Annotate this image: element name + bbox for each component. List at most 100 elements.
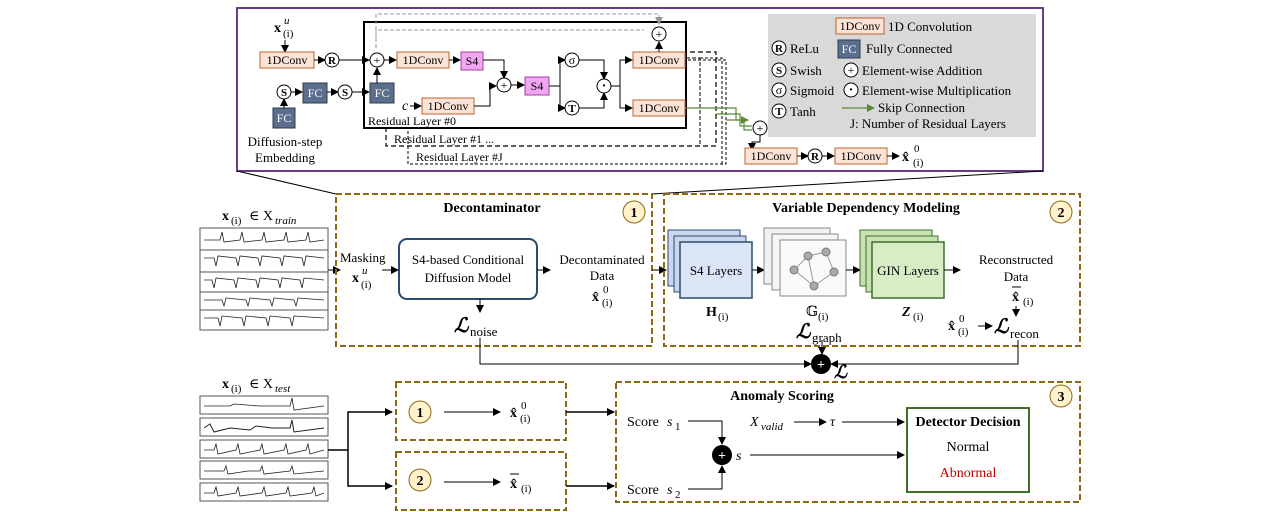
svg-text:H: H (706, 305, 717, 320)
res-out-conv-block: 1DConv (632, 51, 686, 69)
add-node-cond: + (496, 77, 512, 93)
svg-text:σ: σ (569, 53, 576, 67)
svg-text:noise: noise (470, 324, 498, 339)
score-1-label: Score s 1 (627, 415, 681, 433)
svg-text:S4-based Conditional: S4-based Conditional (412, 252, 525, 267)
svg-text:ℒ: ℒ (454, 315, 470, 337)
svg-text:x: x (222, 209, 229, 224)
svg-text:s: s (667, 483, 673, 498)
svg-text:(i): (i) (283, 28, 294, 40)
svg-text:FC: FC (277, 111, 292, 125)
decision-abnormal: Abnormal (940, 466, 997, 481)
svg-text:S: S (281, 87, 287, 99)
svg-text:(i): (i) (361, 279, 372, 291)
masked-input-label: x u (i) (352, 265, 372, 291)
s4-layers-stack: S4 Layers (667, 229, 753, 299)
svg-text:(i): (i) (958, 326, 969, 338)
residual-layer-0-label: Residual Layer #0 (368, 114, 456, 128)
decontaminated-symbol: x̂ 0 (i) (592, 284, 613, 309)
svg-text:2: 2 (1058, 206, 1065, 221)
svg-text:x̂: x̂ (592, 290, 599, 305)
legend-fc: FC Fully Connected (837, 39, 953, 59)
train-input-label: x (i) ∈ X train (222, 209, 297, 227)
svg-text:∈ X: ∈ X (249, 377, 273, 392)
decontaminator-title: Decontaminator (443, 201, 540, 216)
decision-normal: Normal (947, 440, 990, 455)
svg-text:1DConv: 1DConv (751, 149, 792, 163)
detail-input-label: x u (i) (274, 15, 294, 40)
legend-multiply: · Element-wise Multiplication (843, 82, 1012, 98)
legend-conv: 1DConv 1D Convolution (835, 17, 973, 35)
svg-text:T: T (568, 103, 576, 115)
svg-text:0: 0 (959, 313, 965, 325)
svg-text:(i): (i) (913, 311, 924, 323)
train-signal-panels (199, 227, 329, 331)
fc-block-2: FC (302, 82, 328, 104)
svg-text:S: S (342, 87, 348, 99)
svg-text:u: u (284, 15, 290, 27)
svg-text:ReLu: ReLu (790, 41, 819, 56)
graph-stack (763, 227, 847, 297)
svg-text:x: x (222, 377, 229, 392)
fc-block-3: FC (369, 82, 395, 104)
svg-text:Element-wise Addition: Element-wise Addition (862, 63, 983, 78)
res-conv-block: 1DConv (396, 51, 450, 69)
legend-add: + Element-wise Addition (843, 62, 983, 78)
svg-text:FC: FC (842, 42, 857, 56)
svg-text:(i): (i) (520, 413, 531, 425)
add-node-residual: + (651, 26, 667, 42)
swish-node-1: S (276, 84, 292, 100)
svg-text:T: T (775, 106, 783, 118)
svg-text:1: 1 (631, 206, 638, 221)
svg-text:S4 Layers: S4 Layers (690, 263, 742, 278)
score-sum-node: + (712, 445, 732, 465)
test-signal-panels (199, 395, 329, 502)
diffusion-embedding-label-1: Diffusion-step (248, 134, 323, 149)
svg-text:1DConv: 1DConv (639, 101, 680, 115)
svg-text:2: 2 (417, 474, 424, 489)
legend-skip: Skip Connection (842, 100, 966, 115)
svg-text:+: + (374, 53, 381, 67)
svg-text:ℒ: ℒ (994, 316, 1010, 338)
svg-text:0: 0 (521, 400, 527, 412)
svg-text:+: + (817, 358, 825, 373)
residual-layer-J-label: Residual Layer #J (416, 150, 503, 164)
svg-text:2: 2 (675, 489, 681, 501)
svg-text:+: + (656, 27, 663, 41)
total-loss: + ℒ (479, 338, 1019, 382)
svg-text:GIN Layers: GIN Layers (877, 263, 939, 278)
svg-text:3: 3 (1058, 390, 1065, 405)
z-symbol: Z (i) (901, 305, 924, 323)
svg-text:ℒ: ℒ (796, 321, 812, 343)
svg-text:1DConv: 1DConv (639, 53, 680, 67)
svg-text:x̂: x̂ (510, 406, 517, 421)
legend-panel (768, 14, 1036, 137)
svg-text:x̂: x̂ (948, 319, 955, 334)
svg-text:graph: graph (812, 330, 842, 345)
svg-text:train: train (275, 215, 297, 227)
svg-text:S4: S4 (531, 79, 544, 93)
cond-c-label: c (402, 99, 409, 114)
anomaly-number-badge: 3 (1049, 384, 1073, 408)
svg-text:Sigmoid: Sigmoid (790, 83, 835, 98)
diffusion-model-block: S4-based Conditional Diffusion Model (398, 238, 538, 300)
legend-j: J: Number of Residual Layers (850, 116, 1006, 131)
relu-node-2: R (807, 148, 823, 164)
svg-text:1DConv: 1DConv (840, 19, 881, 33)
recon-x0-symbol: x̂ 0 (i) (948, 313, 969, 338)
detail-panel: Residual Layer #0 Residual Layer #1 ... … (236, 7, 1044, 195)
svg-text:·: · (602, 79, 607, 94)
svg-text:(i): (i) (818, 311, 829, 323)
add-node-in: + (369, 52, 385, 68)
svg-text:(i): (i) (231, 215, 242, 227)
svg-text:u: u (362, 265, 368, 277)
add-node-skip: + (752, 120, 768, 136)
svg-text:x̂: x̂ (510, 477, 517, 492)
score-2-label: Score s 2 (627, 483, 681, 501)
graph-symbol: 𝔾 (i) (806, 305, 829, 323)
svg-text:Diffusion Model: Diffusion Model (425, 270, 512, 285)
svg-text:Detector Decision: Detector Decision (915, 415, 1020, 430)
svg-text:1DConv: 1DConv (428, 99, 469, 113)
svg-text:(i): (i) (913, 157, 924, 169)
